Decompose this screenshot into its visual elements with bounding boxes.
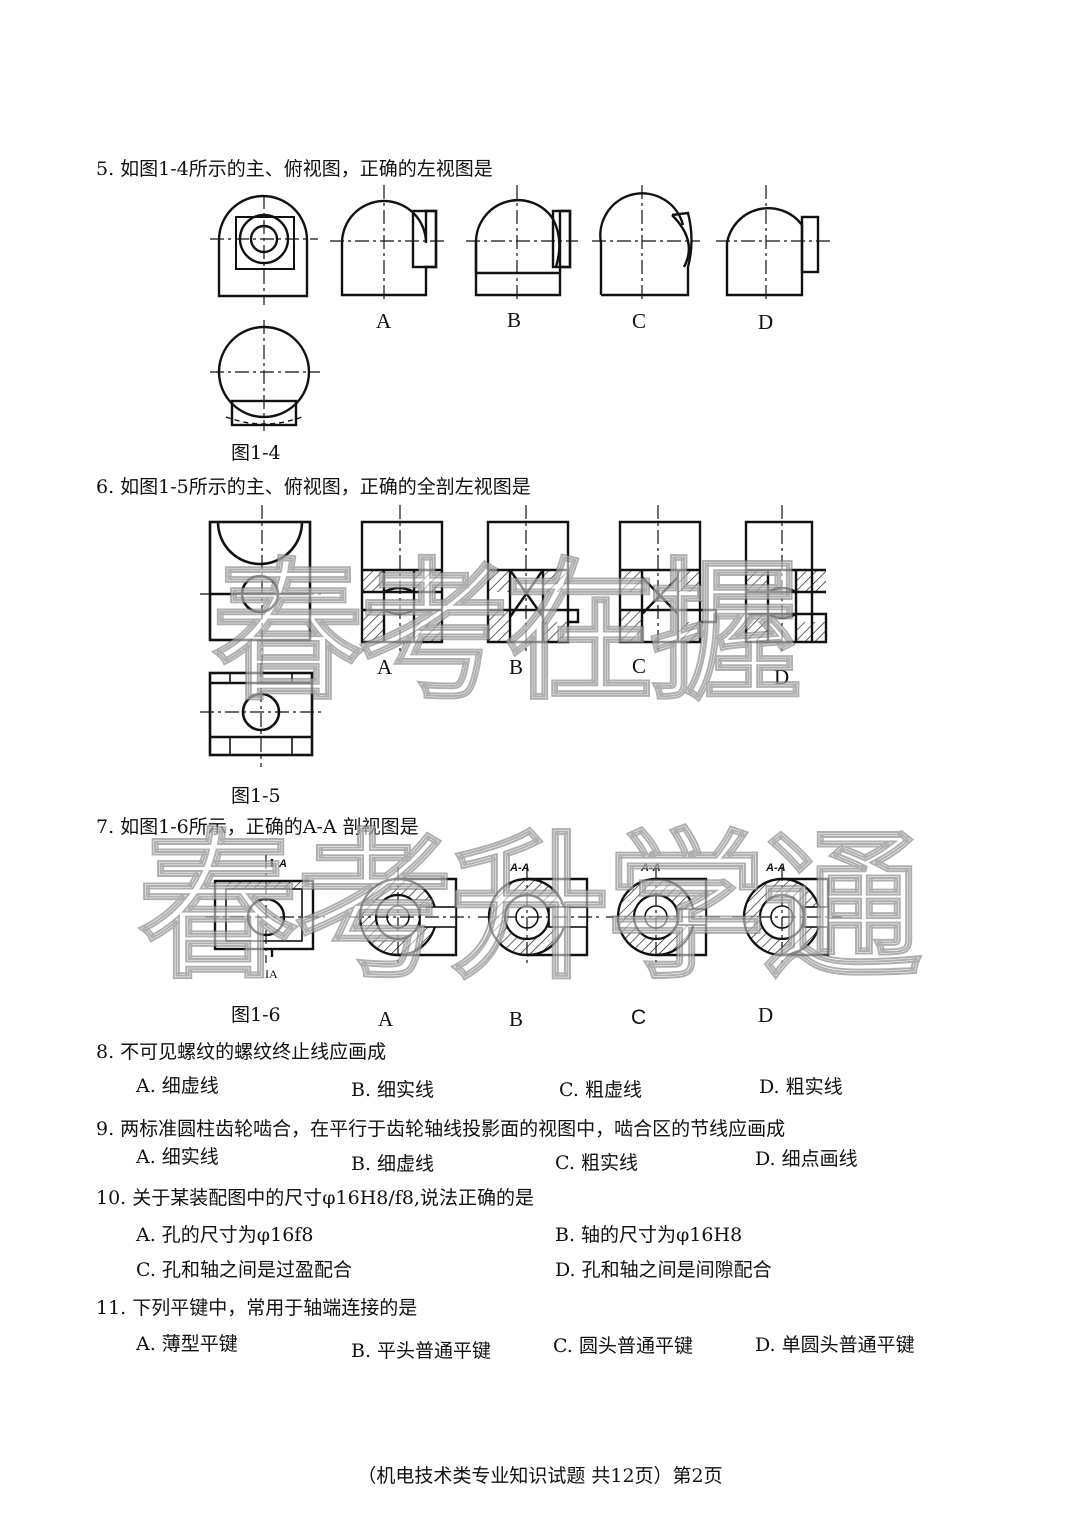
figure-1-6-section-mark-top: A: [279, 858, 287, 870]
figure-1-5-drawings: [200, 505, 828, 767]
q7-option-d-section-title: A-A: [766, 862, 786, 874]
q5-option-c-label: C: [632, 309, 647, 333]
figure-1-6-drawings: [205, 855, 842, 967]
q9-option-d: D. 细点画线: [755, 1148, 858, 1170]
q8-option-a: A. 细虚线: [136, 1075, 219, 1097]
q10-option-c: C. 孔和轴之间是过盈配合: [136, 1259, 352, 1281]
figure-1-4-caption: 图1-4: [231, 442, 281, 464]
figure-1-6-section-mark-bottom: IA: [265, 967, 278, 981]
figure-1-6-caption: 图1-6: [231, 1004, 281, 1026]
q6-option-d-label: D: [774, 665, 790, 689]
q6-option-a-label: A: [377, 655, 393, 679]
question-8-stem: 8. 不可见螺纹的螺纹终止线应画成: [96, 1041, 387, 1063]
q5-option-b-label: B: [507, 308, 522, 332]
question-11-stem: 11. 下列平键中，常用于轴端连接的是: [96, 1297, 418, 1319]
q5-option-a-label: A: [376, 309, 392, 333]
q11-option-c: C. 圆头普通平键: [553, 1335, 693, 1357]
q10-option-b: B. 轴的尺寸为φ16H8: [555, 1224, 743, 1246]
q5-option-d-label: D: [758, 310, 774, 334]
q8-option-c: C. 粗虚线: [559, 1079, 642, 1101]
q7-option-c-section-title: A-A: [641, 862, 661, 874]
page-footer: （机电技术类专业知识试题 共12页）第2页: [357, 1465, 723, 1487]
q11-option-a: A. 薄型平键: [136, 1333, 238, 1355]
q7-option-d-label: D: [758, 1003, 774, 1027]
q6-option-b-label: B: [509, 655, 524, 679]
question-5-stem: 5. 如图1-4所示的主、俯视图，正确的左视图是: [96, 158, 493, 180]
q8-option-b: B. 细实线: [351, 1079, 435, 1101]
q9-option-b: B. 细虚线: [351, 1153, 435, 1175]
question-7-stem: 7. 如图1-6所示，正确的A-A 剖视图是: [96, 816, 419, 838]
figure-1-4-drawings: [210, 185, 830, 431]
figure-1-5-caption: 图1-5: [231, 785, 281, 807]
q9-option-c: C. 粗实线: [555, 1152, 638, 1174]
q7-option-b-label: B: [509, 1007, 524, 1031]
question-10-stem: 10. 关于某装配图中的尺寸φ16H8/f8,说法正确的是: [96, 1187, 534, 1209]
q11-option-d: D. 单圆头普通平键: [755, 1334, 915, 1356]
question-9-stem: 9. 两标准圆柱齿轮啮合，在平行于齿轮轴线投影面的视图中，啮合区的节线应画成: [96, 1118, 786, 1140]
q7-option-a-label: A: [378, 1007, 394, 1031]
question-6-stem: 6. 如图1-5所示的主、俯视图，正确的全剖左视图是: [96, 476, 531, 498]
q7-option-c-label: C: [631, 1006, 647, 1029]
q10-option-a: A. 孔的尺寸为φ16f8: [136, 1224, 314, 1246]
q10-option-d: D. 孔和轴之间是间隙配合: [555, 1259, 772, 1281]
q8-option-d: D. 粗实线: [759, 1076, 843, 1098]
q11-option-b: B. 平头普通平键: [351, 1340, 492, 1362]
q9-option-a: A. 细实线: [136, 1146, 219, 1168]
q7-option-b-section-title: A-A: [510, 862, 530, 874]
q6-option-c-label: C: [632, 654, 647, 678]
